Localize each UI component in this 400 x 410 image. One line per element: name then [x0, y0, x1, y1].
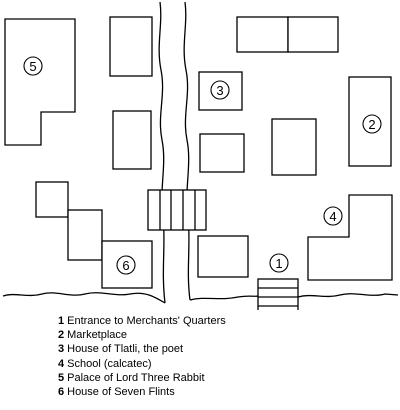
legend-number: 6 — [58, 386, 65, 399]
quarter-map: 1 2 3 4 5 6 — [2, 1, 399, 310]
legend-label: Marketplace — [67, 329, 128, 342]
school-building — [307, 194, 393, 281]
marker-4: 4 — [323, 206, 343, 226]
legend-label: Entrance to Merchants' Quarters — [67, 315, 226, 327]
legend-number: 1 — [58, 315, 65, 327]
building-middle-center — [199, 133, 245, 173]
palace-building — [4, 18, 76, 146]
marker-5: 5 — [23, 56, 43, 76]
shoreline-west — [2, 292, 166, 304]
marker-3: 3 — [210, 80, 230, 100]
building-middle-east — [271, 118, 317, 176]
legend-number: 5 — [58, 371, 65, 384]
building-step-1 — [35, 181, 69, 218]
marker-5-number: 5 — [29, 59, 36, 74]
legend-label: House of Tlatli, the poet — [67, 343, 184, 356]
shoreline-east — [189, 293, 399, 301]
marker-3-number: 3 — [216, 83, 223, 98]
canal-west-bank — [158, 1, 166, 304]
marker-1-number: 1 — [275, 256, 282, 271]
building-step-2 — [67, 209, 103, 261]
legend-number: 3 — [58, 343, 65, 356]
legend-label: School (calcatec) — [67, 357, 152, 370]
building-north-center — [109, 16, 153, 77]
marker-2-number: 2 — [368, 117, 375, 132]
canal-bridge — [147, 189, 207, 231]
entrance-dock-steps — [258, 287, 298, 307]
marker-1: 1 — [269, 253, 289, 273]
legend-number: 2 — [58, 329, 65, 342]
building-north-east-right — [287, 16, 339, 53]
canal-east-bank — [183, 1, 191, 301]
building-middle-west — [112, 110, 152, 170]
building-north-east-left — [236, 16, 289, 53]
marker-6-number: 6 — [122, 258, 129, 273]
marker-6: 6 — [116, 255, 136, 275]
entrance-dock — [257, 278, 299, 310]
canal-bridge-planks — [159, 190, 196, 230]
building-south-center — [197, 235, 249, 278]
legend-label: House of Seven Flints — [67, 386, 175, 399]
legend-number: 4 — [58, 357, 65, 370]
marker-2: 2 — [362, 114, 382, 134]
legend-label: Palace of Lord Three Rabbit — [67, 371, 205, 384]
marker-4-number: 4 — [329, 209, 336, 224]
